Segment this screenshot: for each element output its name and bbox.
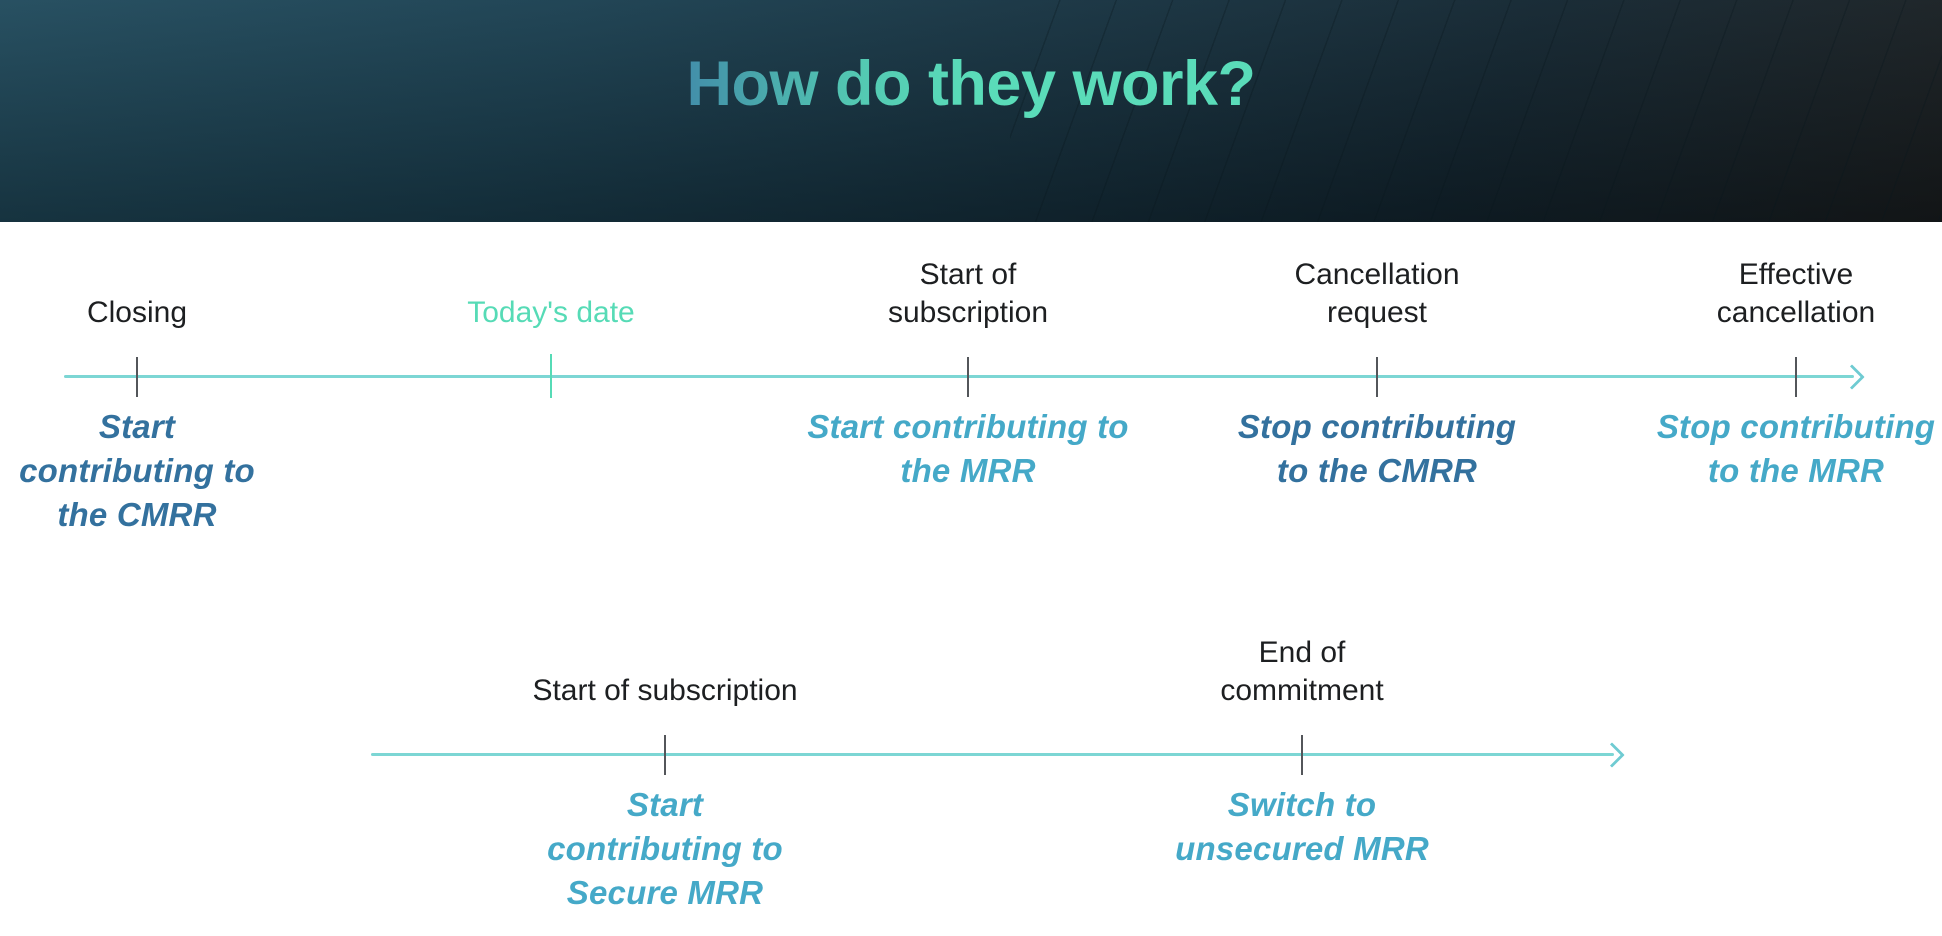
event-label-line: Effective [1738, 258, 1854, 291]
event-annotation: Start contributing to the MRR [788, 405, 1148, 493]
event-label-line: subscription [887, 296, 1049, 329]
event-annotation-line: Start [626, 786, 704, 823]
timeline-tick [1376, 357, 1378, 397]
event-annotation: Stop contributing to the CMRR [1197, 405, 1557, 493]
event-label-line: commitment [1220, 674, 1384, 707]
timeline-tick [550, 354, 552, 398]
event-annotation: Start contributing to Secure MRR [485, 783, 845, 915]
event-annotation-line: Start [98, 408, 176, 445]
event-annotation-line: unsecured MRR [1175, 830, 1429, 867]
event-annotation-line: the MRR [900, 452, 1036, 489]
event-label-line: Today's date [467, 296, 635, 329]
event-label-line: Closing [86, 296, 188, 329]
event-label-line: request [1326, 296, 1428, 329]
event-annotation-line: Switch to [1227, 786, 1377, 823]
page-title: How do they work? [0, 0, 1942, 120]
event-label: Effective cancellation [1616, 256, 1942, 332]
event-annotation-line: Stop contributing [1237, 408, 1517, 445]
timeline-tick [1795, 357, 1797, 397]
event-label: Today's date [371, 294, 731, 332]
timeline-tick [967, 357, 969, 397]
event-annotation-line: contributing to [19, 452, 255, 489]
event-label: End of commitment [1122, 634, 1482, 710]
timeline-line [371, 753, 1614, 756]
arrowhead-icon [1599, 742, 1625, 768]
event-label-line: cancellation [1716, 296, 1876, 329]
header-diagonal-lines [1009, 0, 1942, 222]
timeline-tick [136, 357, 138, 397]
event-label: Start of subscription [485, 672, 845, 710]
event-label-line: Cancellation [1294, 258, 1460, 291]
event-label-line: Start of [919, 258, 1017, 291]
event-annotation-line: the CMRR [57, 496, 217, 533]
event-label: Start of subscription [788, 256, 1148, 332]
timeline-tick [664, 735, 666, 775]
event-annotation: Switch to unsecured MRR [1122, 783, 1482, 871]
header-banner: How do they work? [0, 0, 1942, 222]
event-label: Closing [0, 294, 317, 332]
event-annotation-line: to the CMRR [1276, 452, 1478, 489]
event-label-line: Start of subscription [532, 674, 798, 707]
event-annotation-line: contributing to [547, 830, 783, 867]
timeline-tick [1301, 735, 1303, 775]
event-annotation: Stop contributing to the MRR [1616, 405, 1942, 493]
event-annotation: Start contributing to the CMRR [0, 405, 317, 537]
event-annotation-line: Secure MRR [566, 874, 764, 911]
event-label: Cancellation request [1197, 256, 1557, 332]
event-annotation-line: to the MRR [1707, 452, 1885, 489]
event-label-line: End of [1258, 636, 1346, 669]
timeline-line [64, 375, 1854, 378]
event-annotation-line: Stop contributing [1656, 408, 1936, 445]
event-annotation-line: Start contributing to [807, 408, 1129, 445]
